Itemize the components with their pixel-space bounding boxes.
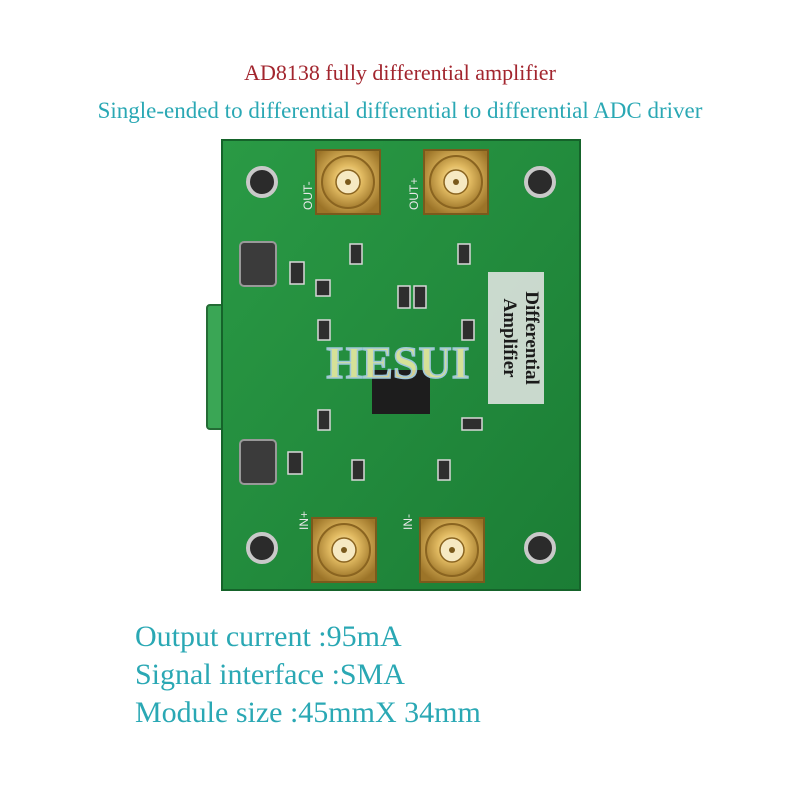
mounting-hole xyxy=(246,532,278,564)
silkscreen-text: Amplifier xyxy=(499,298,520,378)
smd-components xyxy=(287,243,483,481)
silkscreen-text: Differential xyxy=(521,291,542,385)
spec-module-size: Module size :45mmX 34mm xyxy=(135,696,481,729)
sma-connector-in-plus xyxy=(311,517,377,583)
spec-output-current: Output current :95mA xyxy=(135,620,402,653)
silkscreen-label xyxy=(488,272,544,404)
inductor xyxy=(239,439,277,485)
connector-label: OUT- xyxy=(301,181,315,210)
product-subtitle: Single-ended to differential differentia… xyxy=(97,98,703,123)
connector-label: IN+ xyxy=(297,511,311,530)
connector-label: IN- xyxy=(401,514,415,530)
spec-signal-interface: Signal interface :SMA xyxy=(135,658,405,691)
sma-connector-in-minus xyxy=(419,517,485,583)
mounting-hole xyxy=(246,166,278,198)
product-title: AD8138 fully differential amplifier xyxy=(244,60,556,85)
amplifier-chip xyxy=(372,370,430,414)
hesui-watermark: HESUI xyxy=(326,337,469,388)
spec-list: Output current :95mA Signal interface :S… xyxy=(135,618,481,732)
mounting-hole xyxy=(524,166,556,198)
inductor xyxy=(239,241,277,287)
mounting-hole xyxy=(524,532,556,564)
connector-label: OUT+ xyxy=(407,178,421,210)
pcb-board: Differential Amplifier OUT- OUT+ IN+ IN- xyxy=(221,139,581,591)
sma-connector-out-minus xyxy=(315,149,381,215)
sma-connector-out-plus xyxy=(423,149,489,215)
